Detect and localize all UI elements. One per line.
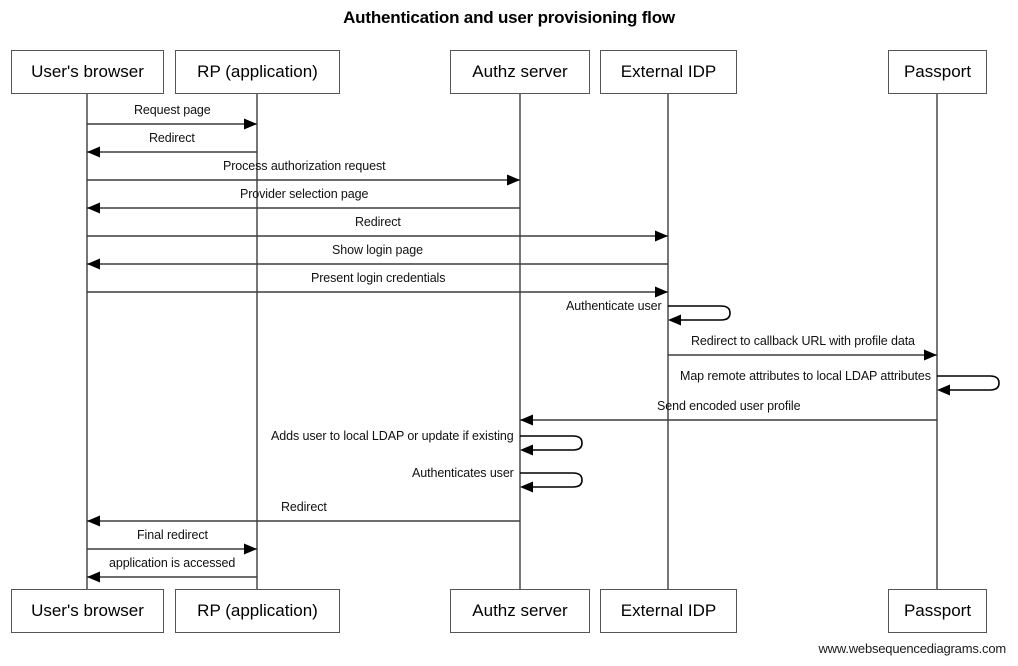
participant-idp-top: External IDP — [600, 50, 737, 94]
participant-rp-top: RP (application) — [175, 50, 340, 94]
message-m5 — [87, 230, 668, 242]
message-m14 — [87, 515, 520, 527]
self-message-loop — [668, 305, 731, 321]
message-m6 — [87, 258, 668, 270]
participant-passport-bottom: Passport — [888, 589, 987, 633]
message-label-m3: Process authorization request — [223, 159, 386, 173]
message-label-m2: Redirect — [149, 131, 195, 145]
message-m3 — [87, 174, 520, 186]
self-message-loop — [520, 435, 583, 451]
self-message-loop — [937, 375, 1000, 391]
participant-label: Authz server — [472, 601, 568, 620]
message-m8 — [668, 305, 731, 326]
participant-label: RP (application) — [197, 62, 318, 81]
message-label-m8: Authenticate user — [566, 299, 662, 313]
message-label-m13: Authenticates user — [412, 466, 514, 480]
message-label-m5: Redirect — [355, 215, 401, 229]
message-m12 — [520, 435, 583, 456]
participant-idp-bottom: External IDP — [600, 589, 737, 633]
participant-browser-bottom: User's browser — [11, 589, 164, 633]
arrowhead — [937, 384, 950, 396]
message-label-m12: Adds user to local LDAP or update if exi… — [271, 429, 514, 443]
message-m9 — [668, 349, 937, 361]
message-m13 — [520, 472, 583, 493]
arrowhead — [520, 481, 533, 493]
arrowhead — [87, 258, 100, 270]
participant-label: External IDP — [620, 601, 717, 620]
participant-passport-top: Passport — [888, 50, 987, 94]
message-m10 — [937, 375, 1000, 396]
arrowhead — [507, 174, 520, 186]
arrowhead — [244, 543, 257, 555]
message-m7 — [87, 286, 668, 298]
participant-label: Authz server — [472, 62, 568, 81]
arrowhead — [655, 230, 668, 242]
message-m1 — [87, 118, 257, 130]
participant-rp-bottom: RP (application) — [175, 589, 340, 633]
message-label-m1: Request page — [134, 103, 211, 117]
page-title: Authentication and user provisioning flo… — [343, 8, 675, 27]
participant-browser-top: User's browser — [11, 50, 164, 94]
participant-label: Passport — [903, 62, 972, 81]
message-label-m4: Provider selection page — [240, 187, 369, 201]
participant-label: RP (application) — [197, 601, 318, 620]
message-label-m6: Show login page — [332, 243, 423, 257]
message-m4 — [87, 202, 520, 214]
arrowhead — [520, 444, 533, 456]
arrowhead — [87, 571, 100, 583]
participant-authz-bottom: Authz server — [450, 589, 590, 633]
self-message-loop — [520, 472, 583, 488]
arrowhead — [87, 146, 100, 158]
message-label-m11: Send encoded user profile — [657, 399, 801, 413]
arrowhead — [244, 118, 257, 130]
participant-label: User's browser — [31, 601, 144, 620]
arrowhead — [87, 515, 100, 527]
arrowhead — [924, 349, 937, 361]
message-m16 — [87, 571, 257, 583]
message-label-m16: application is accessed — [109, 556, 236, 570]
message-m11 — [520, 414, 937, 426]
participant-label: Passport — [903, 601, 972, 620]
message-label-m7: Present login credentials — [311, 271, 446, 285]
message-label-m10: Map remote attributes to local LDAP attr… — [680, 369, 931, 383]
message-m2 — [87, 146, 257, 158]
arrowhead — [87, 202, 100, 214]
message-label-m14: Redirect — [281, 500, 327, 514]
arrowhead — [668, 314, 681, 326]
arrowhead — [655, 286, 668, 298]
participant-label: User's browser — [31, 62, 144, 81]
watermark: www.websequencediagrams.com — [818, 641, 1006, 656]
participant-authz-top: Authz server — [450, 50, 590, 94]
participant-label: External IDP — [620, 62, 717, 81]
message-label-m9: Redirect to callback URL with profile da… — [691, 334, 915, 348]
arrowhead — [520, 414, 533, 426]
message-m15 — [87, 543, 257, 555]
message-label-m15: Final redirect — [137, 528, 208, 542]
